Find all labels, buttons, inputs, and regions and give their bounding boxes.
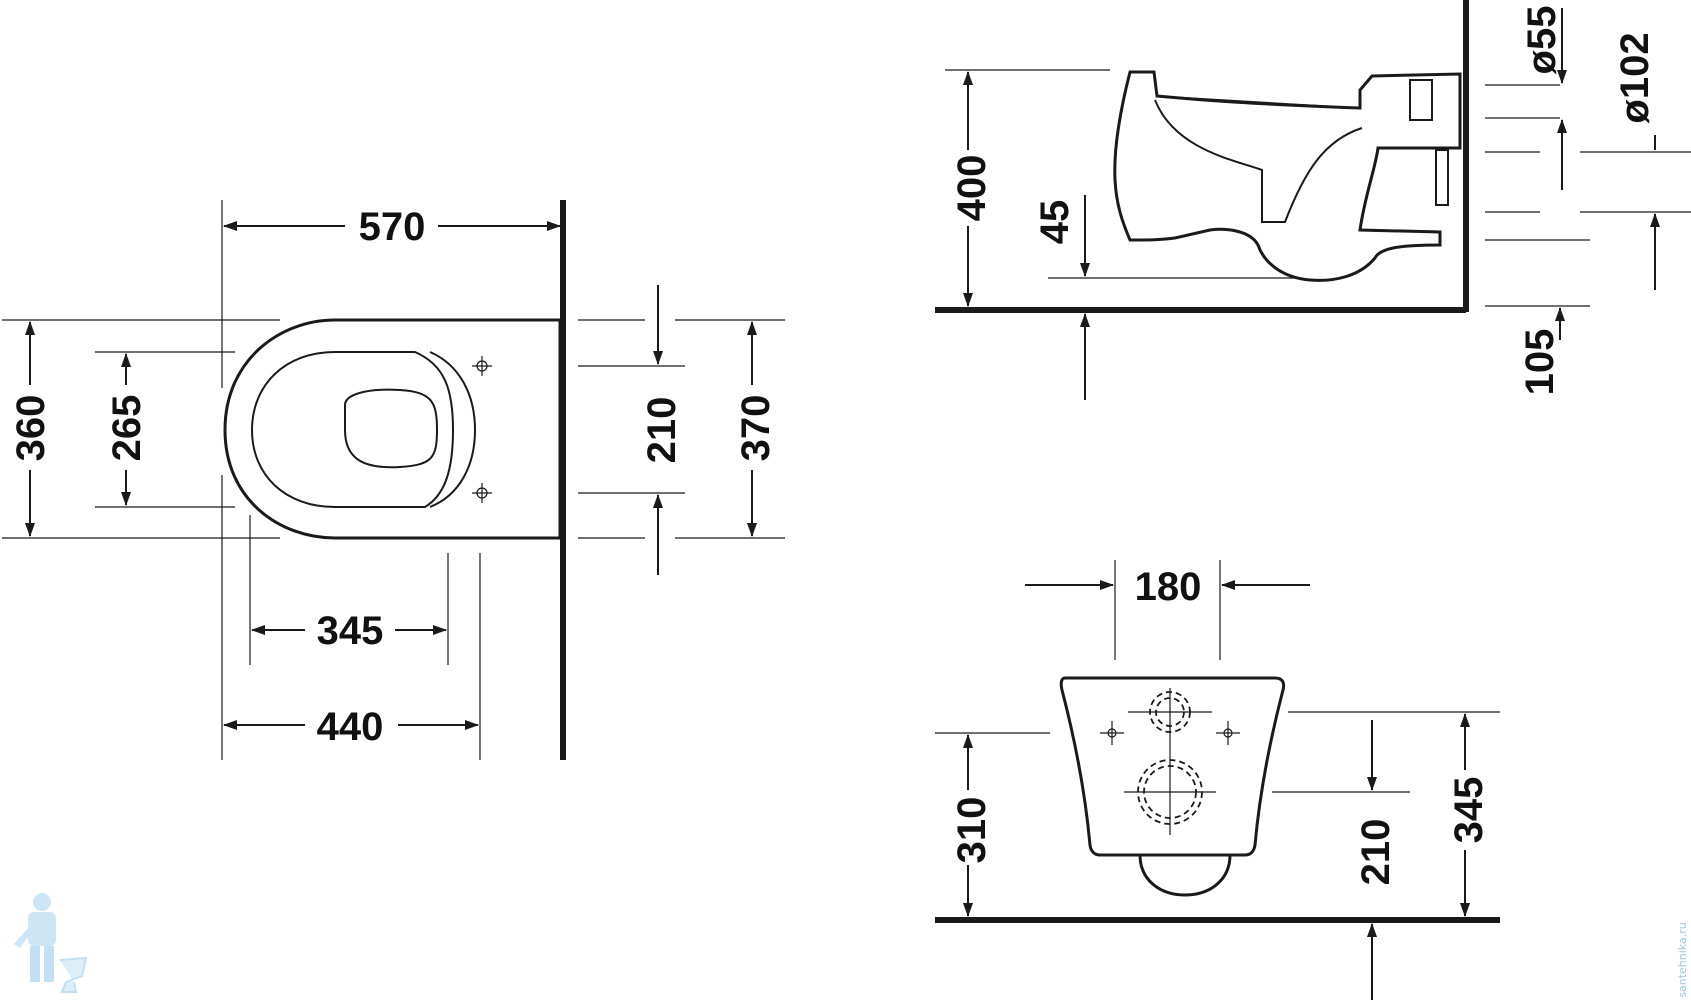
dim-210-top: 210 — [640, 397, 684, 464]
side-inlet-pipe — [1435, 149, 1449, 206]
rear-view: 180 310 210 345 — [935, 560, 1500, 1000]
top-bowl-rim-gap — [429, 351, 477, 508]
side-bowl-trap — [1154, 99, 1363, 223]
dim-345-rear: 345 — [1447, 777, 1491, 844]
dim-370: 370 — [734, 395, 778, 462]
top-bowl-inner — [250, 351, 455, 508]
fixing-hole-icon — [1100, 721, 1124, 745]
dim-360: 360 — [9, 395, 53, 462]
dim-105: 105 — [1518, 329, 1562, 396]
top-bowl-outline — [223, 318, 562, 540]
dim-210-rear: 210 — [1354, 819, 1398, 886]
plumber-mascot-icon — [14, 893, 88, 993]
fixing-hole-icon — [472, 356, 492, 376]
side-view: 400 45 ø55 ø102 105 — [935, 0, 1691, 400]
rear-outlet-pipe — [1138, 854, 1232, 897]
top-view: 570 360 265 210 370 345 — [2, 200, 785, 760]
dim-d55: ø55 — [1520, 6, 1564, 75]
top-bowl-opening — [344, 388, 439, 469]
watermark-text: santehnika.ru — [1676, 922, 1689, 997]
dim-570: 570 — [359, 205, 426, 249]
dim-180: 180 — [1135, 565, 1202, 609]
dim-45: 45 — [1033, 200, 1077, 245]
dim-310: 310 — [950, 797, 994, 864]
dim-345-top: 345 — [317, 609, 384, 653]
fixing-hole-icon — [472, 483, 492, 503]
fixing-hole-icon — [1216, 721, 1240, 745]
dim-d102: ø102 — [1613, 32, 1657, 123]
dim-400: 400 — [950, 155, 994, 222]
side-outlet-pipe — [1409, 79, 1433, 121]
dim-265: 265 — [105, 395, 149, 462]
dim-440: 440 — [317, 705, 384, 749]
